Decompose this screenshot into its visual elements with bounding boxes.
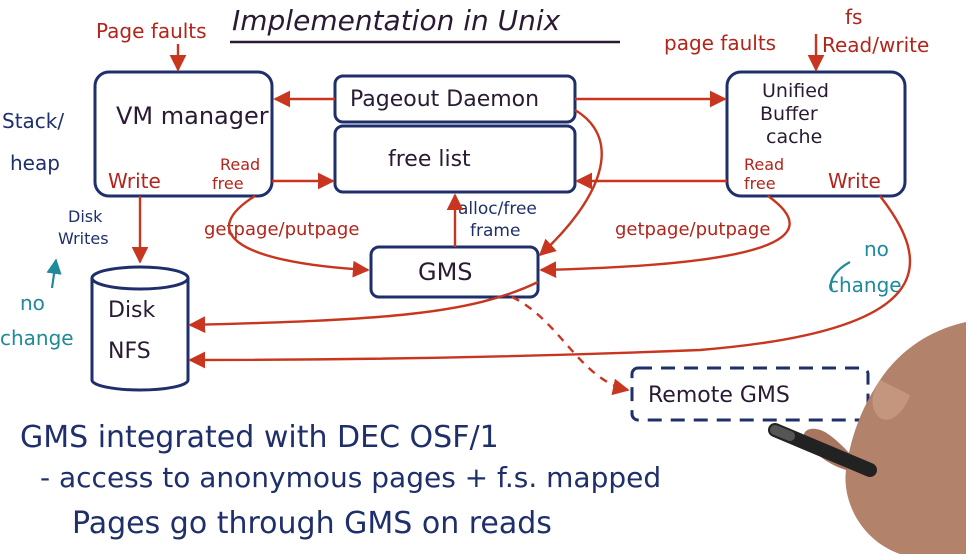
arrow-ubc-to-gms — [539, 195, 791, 279]
vm-free-label: free — [212, 174, 244, 193]
ubc-line1: Unified — [762, 80, 829, 102]
getpage-right-label: getpage/putpage — [615, 219, 770, 240]
ubc-line2: Buffer — [760, 103, 818, 125]
no-change-left-2: change — [0, 326, 74, 350]
disk-cylinder — [90, 278, 190, 392]
presenter-hand-image — [768, 322, 966, 554]
fs-label: fs — [845, 5, 862, 29]
gms-label: GMS — [418, 258, 473, 286]
arrow-gms-to-disk — [188, 280, 539, 333]
diagram-title: Implementation in Unix — [232, 4, 561, 37]
stack-label: Stack/ — [2, 109, 64, 133]
ubc-free-label: free — [744, 174, 776, 193]
page-faults-left-label: Page faults — [96, 19, 207, 43]
arrow-gms-to-remote — [511, 295, 630, 396]
teal-curve-right — [829, 261, 851, 291]
alloc-free-label: alloc/free — [458, 199, 537, 219]
page-faults-right-label: page faults — [664, 31, 776, 55]
disk-writes-label-2: Writes — [58, 229, 109, 248]
arrow-ubc-to-nfs — [188, 195, 912, 369]
unified-buffer-cache-box — [725, 70, 907, 198]
vm-read-label: Read — [220, 155, 260, 174]
disk-label: Disk — [108, 298, 156, 323]
note-line-2: - access to anonymous pages + f.s. mappe… — [40, 461, 661, 494]
note-line-1: GMS integrated with DEC OSF/1 — [20, 420, 499, 455]
fs-read-write-label: Read/write — [822, 33, 929, 57]
free-list-label: free list — [388, 147, 471, 172]
disk-writes-label-1: Disk — [68, 207, 103, 226]
vm-manager-box — [93, 70, 274, 198]
ubc-read-label: Read — [744, 155, 784, 174]
nfs-label: NFS — [108, 339, 151, 364]
vm-manager-title: VM manager — [116, 102, 269, 130]
ubc-write-label: Write — [828, 169, 881, 193]
teal-arrow-left — [46, 258, 62, 289]
remote-gms-label: Remote GMS — [648, 383, 790, 408]
vm-write-label: Write — [108, 169, 161, 193]
note-line-3: Pages go through GMS on reads — [72, 506, 552, 541]
arrow-vm-to-gms — [227, 194, 370, 278]
no-change-left-1: no — [20, 291, 45, 315]
arrow-daemon-to-gms — [538, 108, 603, 257]
heap-label: heap — [10, 151, 60, 175]
free-list-box — [333, 124, 577, 194]
getpage-left-label: getpage/putpage — [204, 219, 359, 240]
no-change-right-1: no — [864, 237, 889, 261]
pageout-daemon-label: Pageout Daemon — [350, 87, 539, 112]
frame-label: frame — [470, 221, 520, 241]
remote-gms-box — [630, 366, 870, 422]
ubc-line3: cache — [766, 126, 822, 148]
no-change-right-2: change — [828, 273, 902, 297]
disk-cylinder-top — [90, 265, 190, 291]
